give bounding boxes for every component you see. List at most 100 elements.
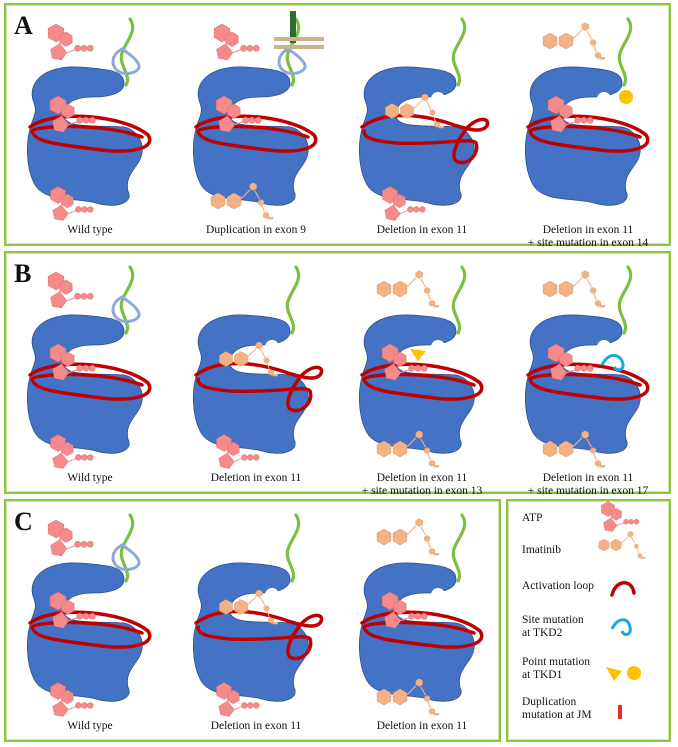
imatinib-molecule xyxy=(542,22,606,60)
imatinib-ring-small xyxy=(581,22,589,31)
mutation-cell: Deletion in exon 11+ site mutation in ex… xyxy=(524,265,650,497)
atp-bond xyxy=(66,296,77,302)
atp-phosphate xyxy=(414,364,422,372)
cell-caption: Wild type xyxy=(67,472,112,484)
atp-bond xyxy=(566,368,577,374)
imatinib-bond xyxy=(586,30,593,40)
atp-sugar xyxy=(50,291,68,309)
atp-sugar xyxy=(218,115,236,133)
atp-bond xyxy=(566,120,577,126)
atp-ring xyxy=(59,527,73,543)
atp-phosphate xyxy=(74,292,81,300)
cell-caption: + site mutation in exon 17 xyxy=(528,485,649,497)
kinase-body xyxy=(26,66,143,206)
atp-sugar xyxy=(52,611,70,629)
atp-bond xyxy=(68,705,77,711)
atp-molecule xyxy=(47,519,94,557)
imatinib-bond xyxy=(427,293,431,301)
atp-phosphate xyxy=(580,116,588,124)
imatinib-molecule xyxy=(376,678,440,716)
imatinib-ring xyxy=(376,440,392,458)
juxtamembrane xyxy=(111,513,141,583)
cell-caption: + site mutation in exon 13 xyxy=(362,485,483,497)
atp-phosphate xyxy=(253,702,260,709)
juxtamembrane xyxy=(277,17,307,87)
mutation-cell: Wild type xyxy=(26,17,152,236)
atp-bond xyxy=(234,457,243,463)
kinase-notch xyxy=(265,340,279,354)
imatinib-ring xyxy=(558,32,574,50)
atp-ring xyxy=(393,599,407,615)
kinase-notch xyxy=(597,340,611,354)
imatinib-ring-small xyxy=(429,299,436,307)
mutation-cell: Deletion in exon 11+ site mutation in ex… xyxy=(524,17,650,249)
legend-label: at TKD1 xyxy=(522,669,563,681)
imatinib-tail xyxy=(433,465,440,468)
imatinib-ring xyxy=(610,538,622,552)
panel-c-letter: C xyxy=(14,507,33,536)
cell-caption: Deletion in exon 11 xyxy=(211,720,302,732)
imatinib-ring-small xyxy=(415,270,423,279)
legend-label: Site mutation xyxy=(522,614,584,626)
atp-bond xyxy=(234,120,245,126)
atp-ring xyxy=(61,351,75,367)
atp-molecule xyxy=(50,682,94,717)
atp-ring xyxy=(227,689,240,705)
imatinib-bond xyxy=(261,205,265,213)
imatinib-ring xyxy=(392,280,408,298)
atp-phosphate xyxy=(81,454,88,461)
juxtamembrane xyxy=(111,17,141,87)
cell-caption: Deletion in exon 11 xyxy=(211,472,302,484)
legend-label: Activation loop xyxy=(522,580,594,592)
atp-molecule xyxy=(47,23,94,61)
activation-loop xyxy=(360,113,490,165)
atp-phosphate xyxy=(623,518,629,525)
atp-phosphate xyxy=(574,364,581,372)
atp-phosphate xyxy=(419,206,426,213)
juxtamembrane-strand xyxy=(119,513,135,583)
atp-sugar xyxy=(52,452,69,469)
juxtamembrane-strand xyxy=(451,17,467,87)
panel-a-letter: A xyxy=(14,11,33,40)
imatinib-ring xyxy=(542,32,558,50)
mutation-cell: Deletion in exon 11 xyxy=(192,265,324,484)
atp-phosphate xyxy=(88,364,96,372)
imatinib-tail xyxy=(267,217,274,220)
atp-molecule xyxy=(381,591,428,629)
kinase-notch xyxy=(431,588,445,602)
kinase-body xyxy=(192,314,309,454)
imatinib-ring-small xyxy=(590,287,597,295)
atp-ring xyxy=(610,507,622,521)
atp-ring xyxy=(559,351,573,367)
juxtamembrane xyxy=(451,513,467,583)
atp-bond xyxy=(66,544,77,550)
imatinib-ring xyxy=(219,351,233,367)
imatinib-molecule xyxy=(219,341,278,377)
imatinib-bond xyxy=(631,536,636,545)
kinase-domain xyxy=(192,562,309,702)
imatinib-ring-small xyxy=(421,93,429,102)
atp-phosphate xyxy=(75,454,82,461)
atp-molecule xyxy=(50,434,94,469)
juxtamembrane xyxy=(451,265,467,335)
imatinib-bond xyxy=(427,541,431,549)
imatinib-ring xyxy=(385,103,399,119)
atp-phosphate xyxy=(76,364,83,372)
imatinib-bond xyxy=(247,348,257,358)
mutation-cell: Wild type xyxy=(26,265,152,484)
atp-phosphate xyxy=(407,206,414,213)
legend-point-mutation-triangle-icon xyxy=(606,667,622,681)
atp-ring xyxy=(227,441,240,457)
imatinib-ring-small xyxy=(263,605,270,612)
imatinib-molecule xyxy=(210,182,274,220)
cell-caption: Wild type xyxy=(67,224,112,236)
panel-b-art: Wild type Deletion in exon 11 Deletion in … xyxy=(26,265,650,497)
site-mutation-mark xyxy=(600,354,625,372)
imatinib-bond xyxy=(247,596,257,606)
imatinib-ring-small xyxy=(595,51,602,59)
membrane-bottom xyxy=(274,45,324,49)
atp-ring xyxy=(393,193,406,209)
atp-bond xyxy=(616,522,625,526)
